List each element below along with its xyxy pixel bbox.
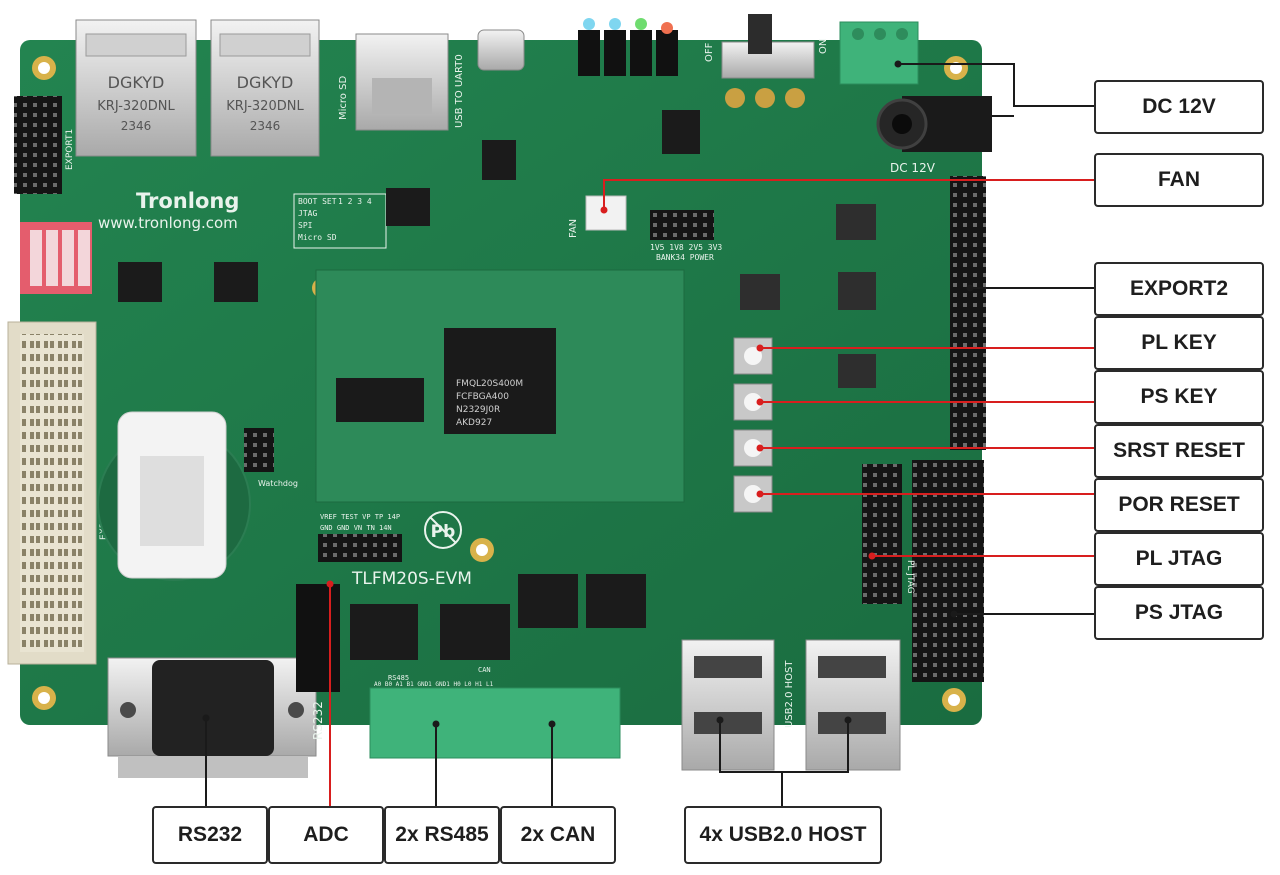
tactile-buttons	[733, 337, 773, 513]
usb-host-ports-2	[805, 639, 901, 771]
svg-text:JTAG: JTAG	[298, 209, 317, 218]
svg-text:Micro SD: Micro SD	[338, 76, 349, 120]
svg-text:Watchdog: Watchdog	[258, 479, 298, 488]
svg-text:RS232: RS232	[311, 701, 325, 740]
pb-free-symbol: Pb	[424, 511, 462, 549]
svg-text:FAN: FAN	[568, 219, 579, 238]
rj45-jack-2: DGKYD KRJ-320DNL 2346	[210, 19, 320, 157]
svg-text:DGKYD: DGKYD	[108, 73, 165, 92]
svg-text:ON: ON	[818, 39, 829, 54]
svg-text:CAN: CAN	[478, 666, 491, 674]
callout-lines	[205, 63, 1094, 806]
ps-jtag-header	[912, 460, 984, 682]
power-switch: OFF ON	[704, 14, 829, 108]
usb-c-port	[477, 29, 525, 71]
svg-text:DGKYD: DGKYD	[237, 73, 294, 92]
callout-pl-key: PL KEY	[1094, 316, 1264, 370]
svg-text:AKD927: AKD927	[456, 418, 492, 428]
svg-text:DC 12V: DC 12V	[890, 161, 936, 175]
svg-text:KRJ-320DNL: KRJ-320DNL	[97, 99, 175, 114]
board-model-silk: TLFM20S-EVM	[351, 569, 472, 589]
status-leds	[578, 18, 678, 76]
dc-barrel-jack: DC 12V	[876, 96, 992, 175]
svg-text:BANK34 POWER: BANK34 POWER	[656, 253, 714, 262]
svg-text:USB2.0 HOST: USB2.0 HOST	[784, 660, 795, 728]
battery-holder	[97, 411, 251, 581]
svg-text:2346: 2346	[250, 119, 281, 133]
callout-rs232: RS232	[152, 806, 268, 864]
svg-text:OFF: OFF	[704, 42, 715, 62]
pl-jtag-header	[862, 464, 902, 604]
brand-logo: Tronlong	[136, 189, 239, 213]
svg-text:Micro SD: Micro SD	[298, 233, 337, 242]
rs485-chip-1	[350, 604, 418, 660]
svg-text:GND GND VN TN 14N: GND GND VN TN 14N	[320, 524, 392, 532]
svg-text:N2329J0R: N2329J0R	[456, 405, 500, 415]
rs232-db9-connector	[107, 657, 317, 778]
microsd-slot: Micro SD	[338, 33, 449, 131]
svg-text:RS485: RS485	[388, 674, 409, 682]
main-soc-chip	[444, 328, 556, 434]
svg-text:A0 B0 A1 B1 GND1 GND1 H0 L0 H1: A0 B0 A1 B1 GND1 GND1 H0 L0 H1 L1	[374, 681, 494, 688]
usb-host-ports-1	[681, 639, 775, 771]
rj45-jack-1: DGKYD KRJ-320DNL 2346	[75, 19, 197, 157]
website-silk: www.tronlong.com	[98, 214, 238, 232]
export2-header	[950, 176, 986, 450]
rs485-can-terminal: RS485 CAN A0 B0 A1 B1 GND1 GND1 H0 L0 H1…	[369, 666, 621, 759]
svg-text:USB TO UART0: USB TO UART0	[454, 54, 465, 128]
svg-text:BOOT SET: BOOT SET	[298, 197, 337, 206]
callout-usb-host: 4x USB2.0 HOST	[684, 806, 882, 864]
rs485-chip-2	[440, 604, 510, 660]
callout-srst-reset: SRST RESET	[1094, 424, 1264, 478]
callout-export2: EXPORT2	[1094, 262, 1264, 316]
callout-can: 2x CAN	[500, 806, 616, 864]
adc-header: VREF TEST VP TP 14P GND GND VN TN 14N	[318, 513, 402, 562]
svg-text:SPI: SPI	[298, 221, 313, 230]
export1-header	[14, 96, 62, 194]
svg-text:1 2 3 4: 1 2 3 4	[338, 197, 372, 206]
fan-connector	[585, 195, 627, 231]
callout-dc12v: DC 12V	[1094, 80, 1264, 134]
callout-ps-jtag: PS JTAG	[1094, 586, 1264, 640]
callout-pl-jtag: PL JTAG	[1094, 532, 1264, 586]
can-chip-2	[586, 574, 646, 628]
callout-fan: FAN	[1094, 153, 1264, 207]
svg-text:EXPORT1: EXPORT1	[65, 129, 75, 170]
svg-text:FCFBGA400: FCFBGA400	[456, 392, 509, 402]
svg-text:1V5 1V8 2V5 3V3: 1V5 1V8 2V5 3V3	[650, 243, 722, 252]
bank-power-jumper	[650, 210, 714, 240]
callout-rs485: 2x RS485	[384, 806, 500, 864]
callout-adc: ADC	[268, 806, 384, 864]
svg-text:FMQL20S400M: FMQL20S400M	[456, 379, 523, 389]
svg-text:VREF TEST VP TP 14P: VREF TEST VP TP 14P	[320, 513, 400, 521]
svg-text:2346: 2346	[121, 119, 152, 133]
callout-dots	[202, 60, 974, 728]
can-chip-1	[518, 574, 578, 628]
callout-ps-key: PS KEY	[1094, 370, 1264, 424]
adc-chip	[296, 584, 340, 692]
svg-text:PL JTAG: PL JTAG	[905, 560, 915, 594]
core-module: FMQL20S400M FCFBGA400 N2329J0R AKD927	[315, 269, 685, 503]
watchdog-jumper	[244, 428, 274, 472]
svg-text:KRJ-320DNL: KRJ-320DNL	[226, 99, 304, 114]
callout-por-reset: POR RESET	[1094, 478, 1264, 532]
